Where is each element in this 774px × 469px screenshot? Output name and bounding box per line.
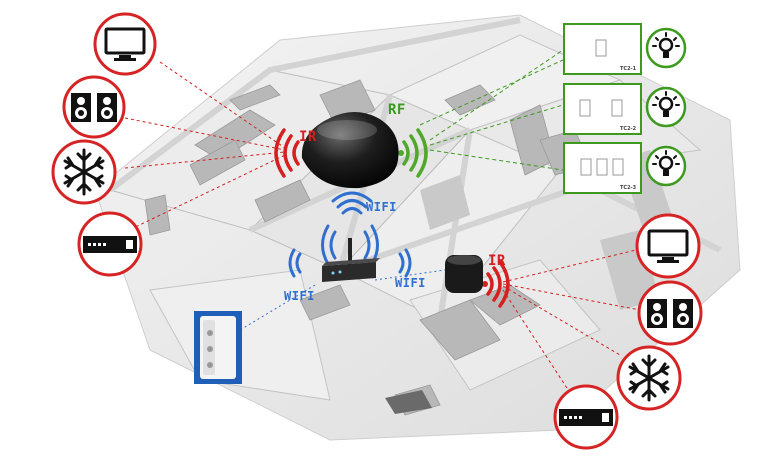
tv-icon <box>93 12 157 76</box>
light-bulb-icons <box>645 27 687 187</box>
air-conditioner-icon <box>616 345 682 411</box>
light-bulb-icon <box>645 145 687 187</box>
right-device-icons <box>553 213 703 450</box>
wifi-label-left: WIFI <box>284 289 315 303</box>
ir-links-right <box>502 249 641 406</box>
switch-panel-1gang <box>563 23 642 75</box>
switch-panel-3gang <box>563 142 642 194</box>
ir-label-left: IR <box>299 129 317 145</box>
ir-label-right: IR <box>488 253 506 269</box>
wifi-label-right: WIFI <box>395 276 426 290</box>
floor-mat <box>385 390 432 414</box>
light-bulb-icon <box>645 27 687 69</box>
switch-model-label: TC2-1 <box>620 66 637 72</box>
set-top-box-icon <box>77 211 143 277</box>
left-device-icons <box>51 12 157 277</box>
speakers-icon <box>637 280 703 346</box>
wifi-label-top: WIFI <box>366 200 397 214</box>
switch-model-label: TC2-2 <box>620 126 637 132</box>
mini-remote-cube <box>445 255 483 293</box>
rf-links <box>419 49 564 171</box>
switch-panel-2gang <box>563 83 642 135</box>
switch-model-label: TC2-3 <box>620 185 637 191</box>
wifi-links <box>239 269 446 331</box>
tv-icon <box>635 213 701 279</box>
rf-waves <box>402 128 428 178</box>
ir-waves-right <box>486 260 510 308</box>
ir-links-left <box>124 61 286 233</box>
set-top-box-icon <box>553 384 619 450</box>
light-bulb-icon <box>645 86 687 128</box>
wifi-router <box>322 238 380 282</box>
speakers-icon <box>62 75 126 139</box>
smart-plug-image <box>194 311 242 384</box>
ir-waves-left <box>274 128 300 178</box>
rf-label: RF <box>388 102 406 118</box>
air-conditioner-icon <box>51 139 117 205</box>
wall-switch-panels <box>563 23 642 194</box>
universal-remote-hub <box>301 112 399 189</box>
